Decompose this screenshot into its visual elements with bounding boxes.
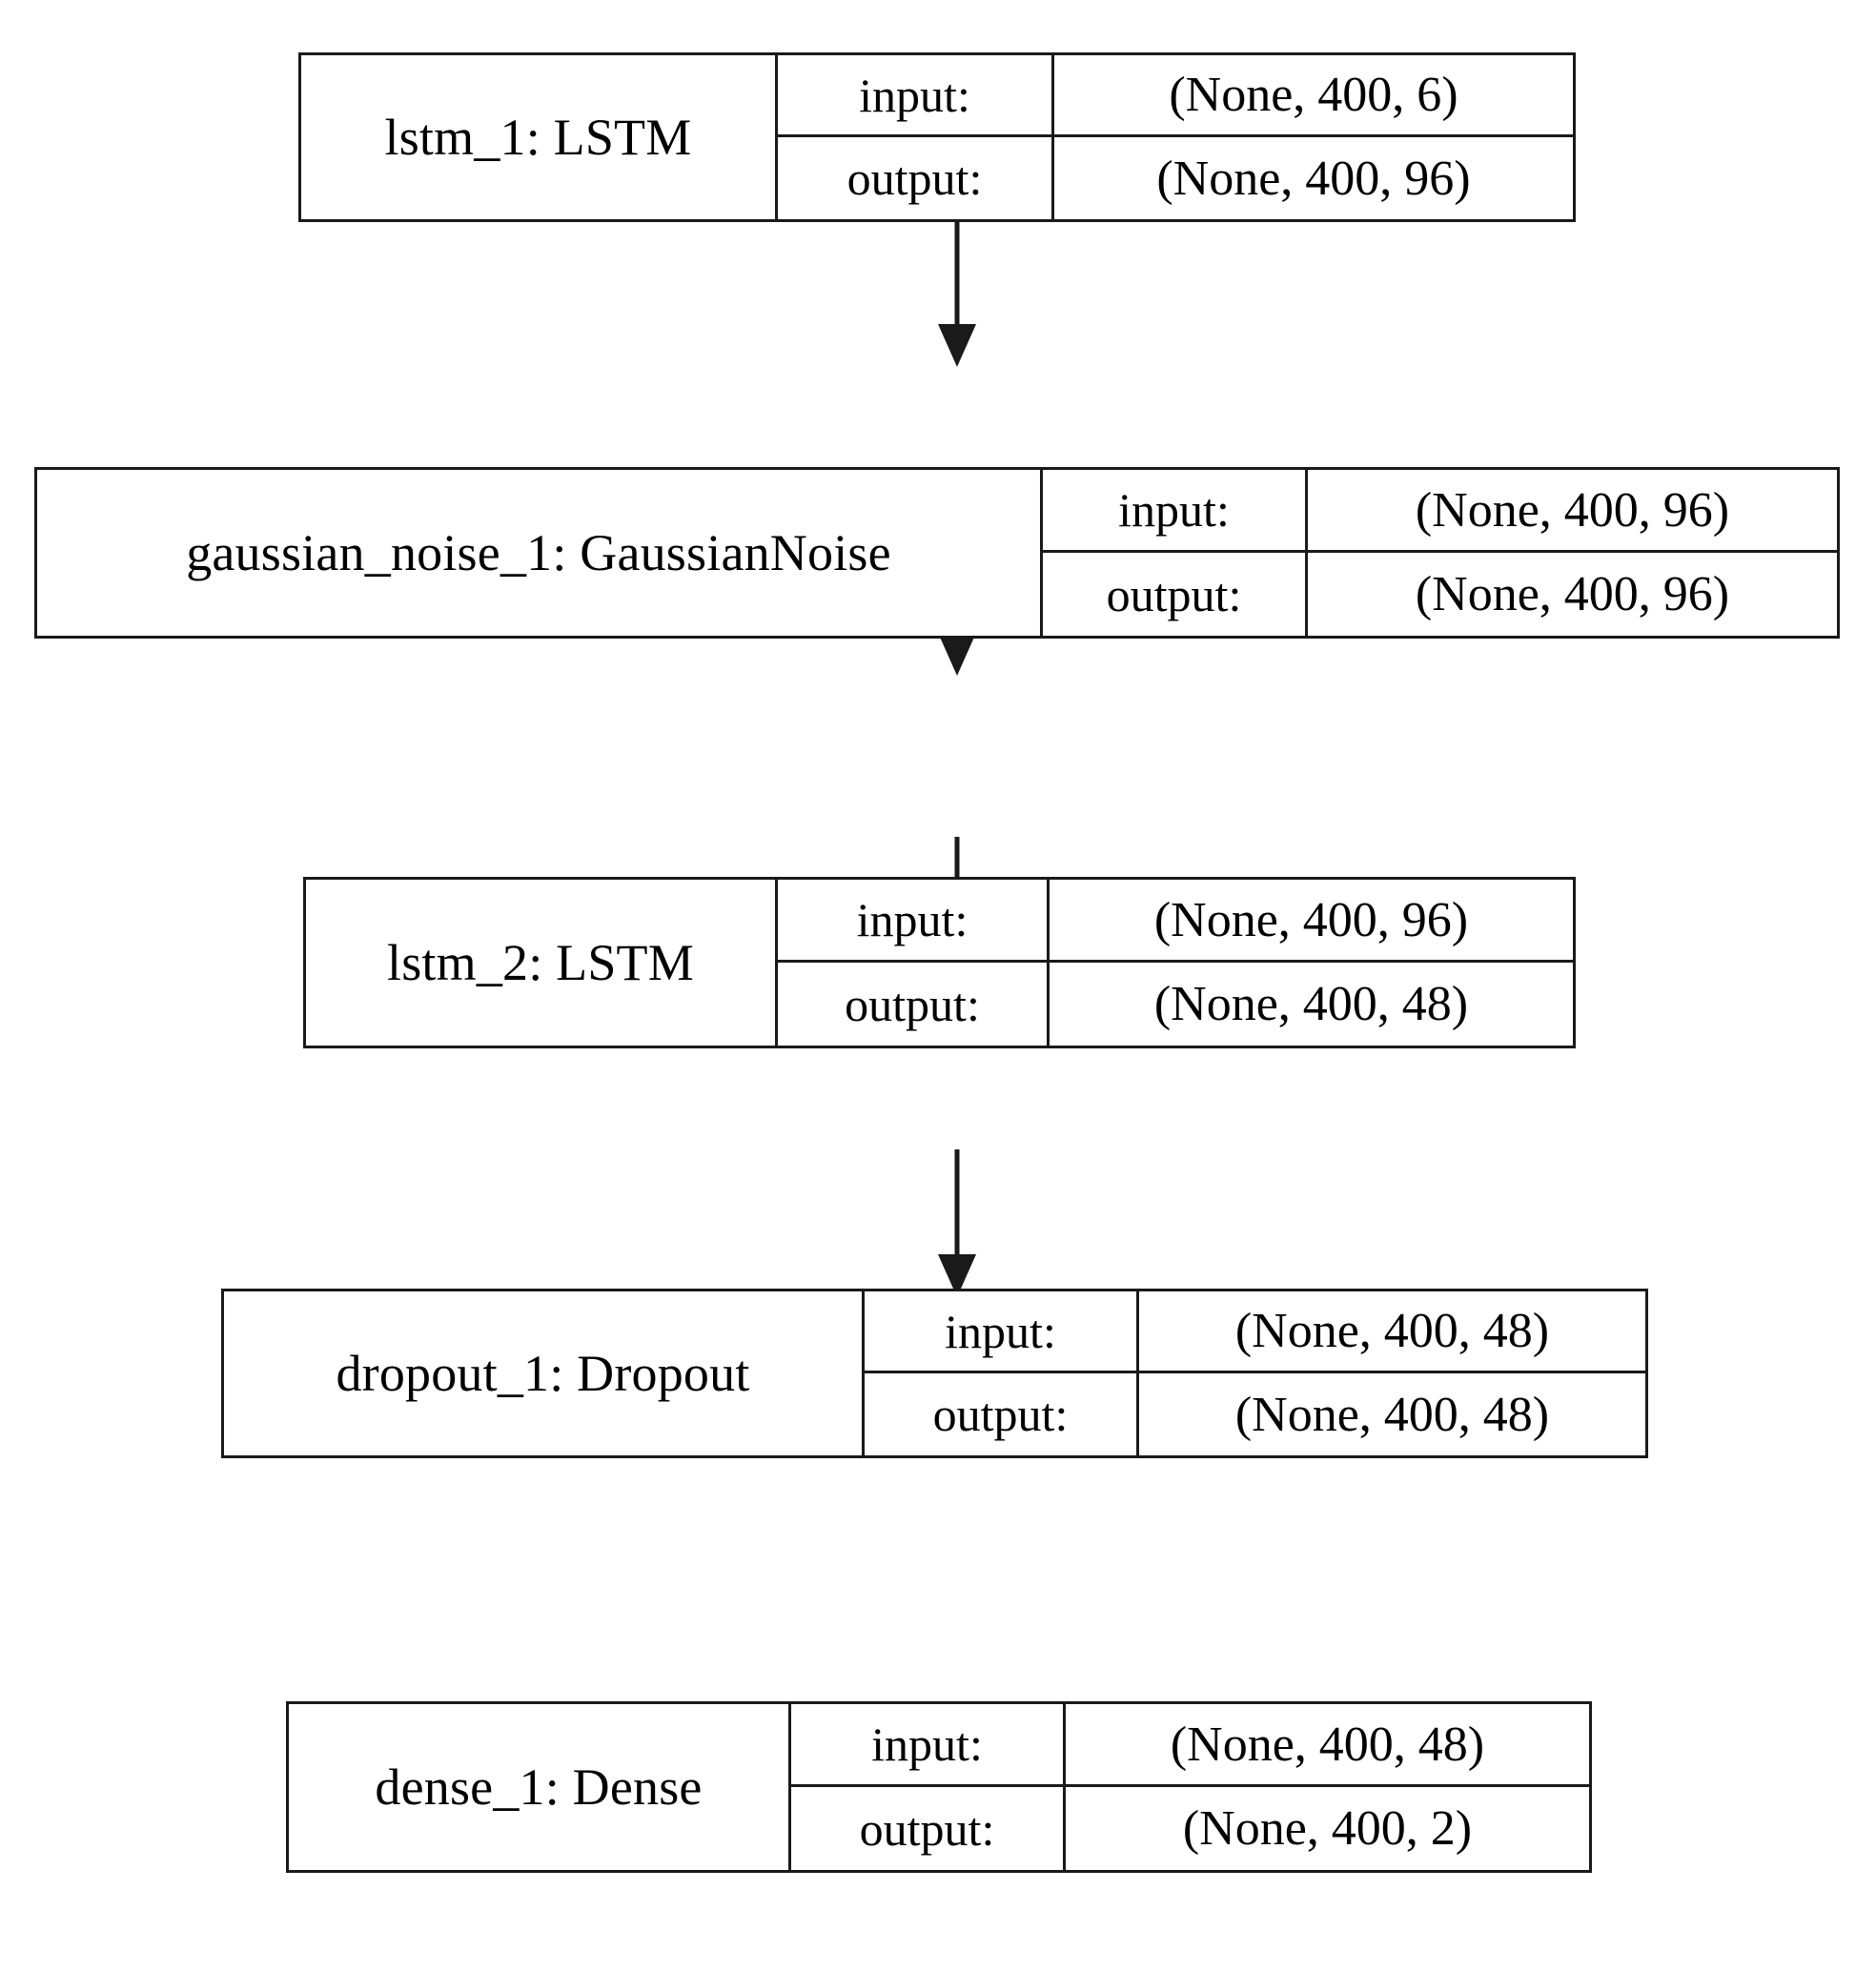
layer-name-cell: lstm_2: LSTM	[306, 880, 778, 1046]
output-shape-value: (None, 400, 48)	[1153, 977, 1469, 1031]
input-label: input:	[778, 880, 1050, 960]
input-shape-value: (None, 400, 6)	[1169, 68, 1458, 122]
layer-name-cell: dropout_1: Dropout	[224, 1291, 865, 1455]
layer-input-row: input: (None, 400, 48)	[865, 1291, 1645, 1373]
layer-name-cell: gaussian_noise_1: GaussianNoise	[37, 470, 1043, 636]
layer-io-table: input: (None, 400, 48) output: (None, 40…	[791, 1704, 1589, 1870]
layer-title: gaussian_noise_1: GaussianNoise	[186, 523, 891, 581]
layer-output-row: output: (None, 400, 48)	[865, 1373, 1645, 1455]
edge-dropout1-to-dense1	[900, 1149, 1014, 1302]
input-shape-value: (None, 400, 96)	[1415, 482, 1730, 538]
layer-output-row: output: (None, 400, 96)	[778, 137, 1573, 219]
layer-input-row: input: (None, 400, 48)	[791, 1704, 1589, 1787]
layer-output-row: output: (None, 400, 2)	[791, 1787, 1589, 1870]
input-label: input:	[865, 1291, 1139, 1371]
layer-output-row: output: (None, 400, 48)	[778, 963, 1573, 1046]
layer-input-row: input: (None, 400, 96)	[1043, 470, 1837, 553]
output-label: output:	[778, 963, 1050, 1046]
edge-lstm1-to-gaussian-noise1	[900, 219, 1014, 372]
layer-node-lstm-2[interactable]: lstm_2: LSTM input: (None, 400, 96) outp…	[303, 877, 1576, 1048]
output-shape-value: (None, 400, 2)	[1182, 1801, 1473, 1856]
layer-node-gaussian-noise-1[interactable]: gaussian_noise_1: GaussianNoise input: (…	[34, 467, 1840, 639]
layer-name-cell: lstm_1: LSTM	[301, 55, 778, 219]
input-label: input:	[1043, 470, 1308, 550]
layer-input-row: input: (None, 400, 96)	[778, 880, 1573, 963]
layer-node-dense-1[interactable]: dense_1: Dense input: (None, 400, 48) ou…	[286, 1701, 1592, 1873]
layer-title: dense_1: Dense	[375, 1758, 703, 1816]
layer-title: lstm_2: LSTM	[387, 933, 694, 991]
input-label: input:	[791, 1704, 1066, 1784]
output-shape-value: (None, 400, 96)	[1415, 567, 1730, 621]
output-label: output:	[1043, 553, 1308, 636]
layer-io-table: input: (None, 400, 96) output: (None, 40…	[1043, 470, 1837, 636]
input-shape-value: (None, 400, 48)	[1234, 1304, 1550, 1358]
layer-input-row: input: (None, 400, 6)	[778, 55, 1573, 137]
output-shape-value: (None, 400, 48)	[1234, 1387, 1550, 1442]
input-label: input:	[778, 55, 1054, 134]
layer-name-cell: dense_1: Dense	[289, 1704, 791, 1870]
input-shape-value: (None, 400, 48)	[1170, 1717, 1485, 1772]
output-label: output:	[791, 1787, 1066, 1870]
layer-title: dropout_1: Dropout	[336, 1344, 750, 1402]
output-label: output:	[865, 1373, 1139, 1455]
layer-node-dropout-1[interactable]: dropout_1: Dropout input: (None, 400, 48…	[221, 1289, 1648, 1458]
layer-output-row: output: (None, 400, 96)	[1043, 553, 1837, 636]
output-label: output:	[778, 137, 1054, 219]
output-shape-value: (None, 400, 96)	[1156, 151, 1471, 206]
input-shape-value: (None, 400, 96)	[1153, 892, 1469, 947]
layer-io-table: input: (None, 400, 6) output: (None, 400…	[778, 55, 1573, 219]
layer-io-table: input: (None, 400, 96) output: (None, 40…	[778, 880, 1573, 1046]
layer-title: lstm_1: LSTM	[384, 108, 692, 166]
layer-io-table: input: (None, 400, 48) output: (None, 40…	[865, 1291, 1645, 1455]
layer-node-lstm-1[interactable]: lstm_1: LSTM input: (None, 400, 6) outpu…	[298, 52, 1576, 222]
